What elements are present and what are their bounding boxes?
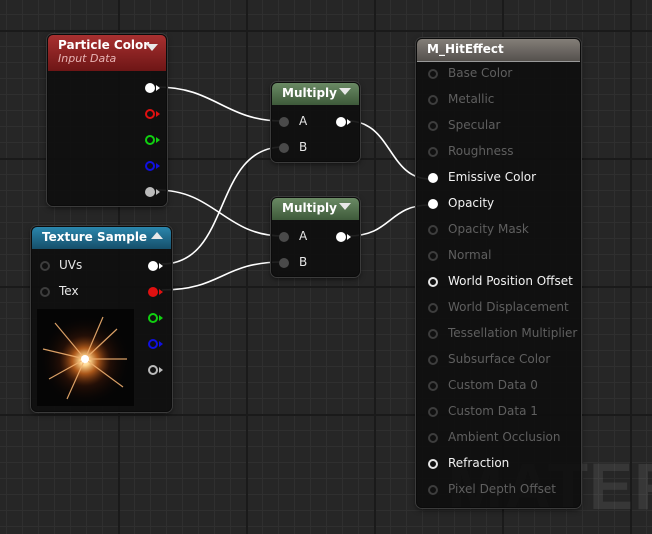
chevron-down-icon[interactable] <box>339 88 351 95</box>
multiply-1-input-b-label: B <box>299 140 308 154</box>
material-input-world-displacement-label: World Displacement <box>448 300 569 314</box>
wire-particle-rgb-to-multiply1-a <box>156 86 284 122</box>
particle-color-title: Particle Color <box>58 38 150 52</box>
texture-preview-thumbnail <box>37 309 134 406</box>
material-input-emissive-color-pin[interactable] <box>428 173 438 183</box>
texture-tex-label: Tex <box>59 284 79 298</box>
multiply-2-input-b-label: B <box>299 255 308 269</box>
multiply-1-input-a-label: A <box>299 114 308 128</box>
material-input-base-color-pin[interactable] <box>428 69 438 79</box>
material-title: M_HitEffect <box>427 42 504 56</box>
pin-arrow-icon <box>156 85 160 91</box>
material-input-subsurface-color-pin[interactable] <box>428 355 438 365</box>
material-input-roughness-pin[interactable] <box>428 147 438 157</box>
multiply-node-1[interactable]: Multiply A B <box>271 82 360 162</box>
multiply-2-input-a-label: A <box>299 229 308 243</box>
material-input-metallic-pin[interactable] <box>428 95 438 105</box>
material-input-opacity-mask-label: Opacity Mask <box>448 222 529 236</box>
pin-arrow-icon <box>156 163 160 169</box>
output-alpha-pin[interactable] <box>145 187 155 197</box>
particle-color-node[interactable]: Particle Color Input Data <box>47 34 167 206</box>
texture-output-green-pin[interactable] <box>148 313 158 323</box>
texture-sample-header[interactable]: Texture Sample <box>32 227 171 249</box>
material-header[interactable]: M_HitEffect <box>417 39 580 62</box>
material-input-normal-label: Normal <box>448 248 492 262</box>
material-input-emissive-color-label: Emissive Color <box>448 170 537 184</box>
material-input-tessellation-multiplier-label: Tessellation Multiplier <box>448 326 578 340</box>
material-input-refraction-pin[interactable] <box>428 459 438 469</box>
multiply-1-header[interactable]: Multiply <box>272 83 359 105</box>
texture-sample-node[interactable]: Texture Sample UVs Tex <box>31 226 172 412</box>
particle-color-header[interactable]: Particle Color Input Data <box>48 35 166 71</box>
pin-arrow-icon <box>156 111 160 117</box>
output-blue-pin[interactable] <box>145 161 155 171</box>
pin-arrow-icon <box>159 341 163 347</box>
texture-tex-input-pin[interactable] <box>40 287 50 297</box>
texture-uvs-input-pin[interactable] <box>40 261 50 271</box>
texture-uvs-label: UVs <box>59 258 83 272</box>
pin-arrow-icon <box>347 234 351 240</box>
material-input-custom-data-1-pin[interactable] <box>428 407 438 417</box>
material-input-subsurface-color-label: Subsurface Color <box>448 352 551 366</box>
chevron-down-icon[interactable] <box>339 203 351 210</box>
multiply-1-input-a-pin[interactable] <box>279 117 289 127</box>
pin-arrow-icon <box>159 289 163 295</box>
material-input-roughness-label: Roughness <box>448 144 514 158</box>
material-input-world-position-offset-pin[interactable] <box>428 277 438 287</box>
output-green-pin[interactable] <box>145 135 155 145</box>
material-input-world-position-offset-label: World Position Offset <box>448 274 573 288</box>
material-input-ambient-occlusion-pin[interactable] <box>428 433 438 443</box>
material-input-refraction-label: Refraction <box>448 456 510 470</box>
multiply-2-title: Multiply <box>282 201 337 215</box>
material-input-pixel-depth-offset-label: Pixel Depth Offset <box>448 482 556 496</box>
texture-output-blue-pin[interactable] <box>148 339 158 349</box>
multiply-2-header[interactable]: Multiply <box>272 198 359 220</box>
material-input-custom-data-0-label: Custom Data 0 <box>448 378 538 392</box>
material-input-normal-pin[interactable] <box>428 251 438 261</box>
pin-arrow-icon <box>159 315 163 321</box>
pin-arrow-icon <box>159 367 163 373</box>
particle-color-subtitle: Input Data <box>58 52 117 65</box>
wire-texture-red-to-multiply2-b <box>161 261 284 291</box>
material-input-specular-label: Specular <box>448 118 501 132</box>
multiply-2-input-b-pin[interactable] <box>279 258 289 268</box>
pin-arrow-icon <box>156 137 160 143</box>
material-input-ambient-occlusion-label: Ambient Occlusion <box>448 430 561 444</box>
texture-sample-title: Texture Sample <box>42 230 148 244</box>
multiply-node-2[interactable]: Multiply A B <box>271 197 360 277</box>
material-input-world-displacement-pin[interactable] <box>428 303 438 313</box>
multiply-2-output-pin[interactable] <box>336 232 346 242</box>
wire-particle-alpha-to-multiply2-a <box>156 189 284 237</box>
texture-output-red-pin[interactable] <box>148 287 158 297</box>
multiply-1-output-pin[interactable] <box>336 117 346 127</box>
wire-texture-rgb-to-multiply1-b <box>161 146 284 265</box>
material-input-pixel-depth-offset-pin[interactable] <box>428 485 438 495</box>
material-input-base-color-label: Base Color <box>448 66 513 80</box>
material-input-specular-pin[interactable] <box>428 121 438 131</box>
output-rgb-pin[interactable] <box>145 83 155 93</box>
chevron-up-icon[interactable] <box>151 232 163 239</box>
material-input-opacity-mask-pin[interactable] <box>428 225 438 235</box>
multiply-1-input-b-pin[interactable] <box>279 143 289 153</box>
multiply-2-input-a-pin[interactable] <box>279 232 289 242</box>
pin-arrow-icon <box>347 119 351 125</box>
material-input-tessellation-multiplier-pin[interactable] <box>428 329 438 339</box>
material-input-custom-data-0-pin[interactable] <box>428 381 438 391</box>
material-input-opacity-label: Opacity <box>448 196 495 210</box>
texture-output-alpha-pin[interactable] <box>148 365 158 375</box>
pin-arrow-icon <box>159 263 163 269</box>
material-input-opacity-pin[interactable] <box>428 199 438 209</box>
pin-arrow-icon <box>156 189 160 195</box>
material-input-custom-data-1-label: Custom Data 1 <box>448 404 538 418</box>
texture-output-rgb-pin[interactable] <box>148 261 158 271</box>
multiply-1-title: Multiply <box>282 86 337 100</box>
output-red-pin[interactable] <box>145 109 155 119</box>
material-input-metallic-label: Metallic <box>448 92 495 106</box>
chevron-down-icon[interactable] <box>146 44 158 51</box>
